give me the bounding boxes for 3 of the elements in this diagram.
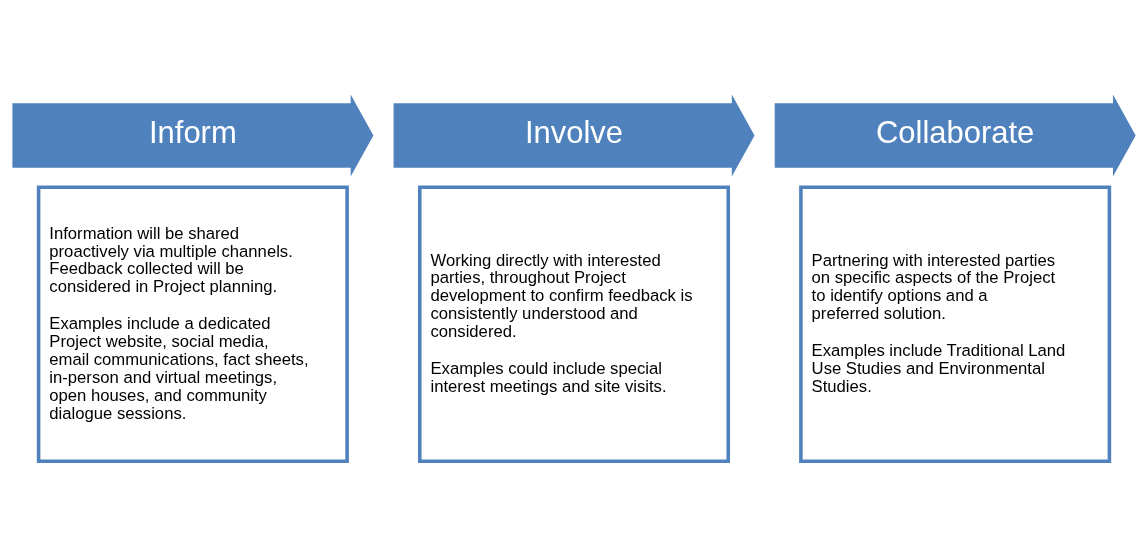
node-box: Working directly with interested parties, throughout Project development to confirm feedback is consistently understood and considered. Examples could include special interest meetings and site visits. — [417, 185, 731, 464]
node-box: Information will be shared proactively via multiple channels. Feedback collected will be considered in Project planning. Examples include a dedicated Project website, social media, email communications, fact sheets, in-person and virtual meetings, open houses, and community dialogue sessions. — [36, 185, 349, 464]
node-box: Partnering with interested parties on specific aspects of the Project to identify options and a preferred solution. Examples include Traditional Land Use Studies and Environmental Studies. — [799, 185, 1112, 464]
